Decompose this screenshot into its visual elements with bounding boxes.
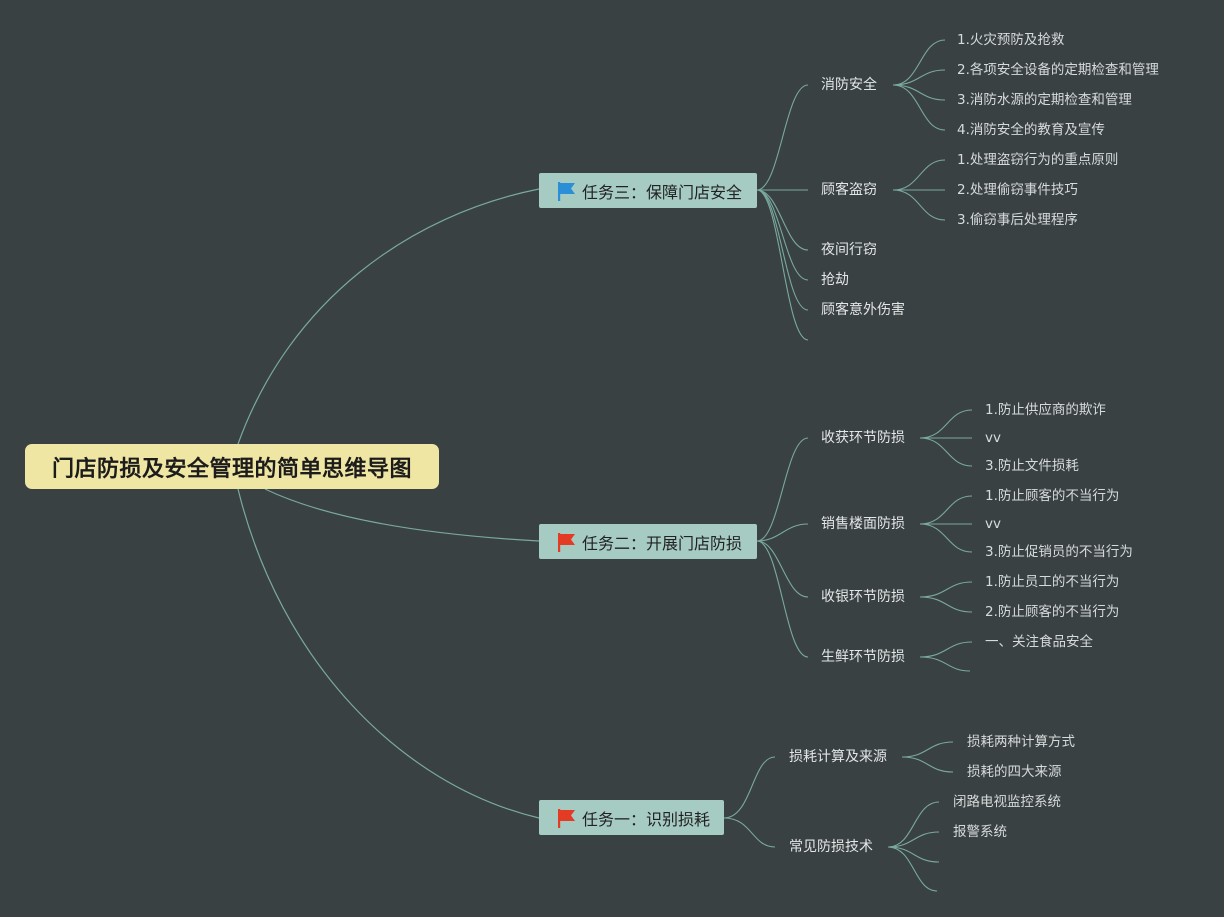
subtopic-theft-1[interactable]: 1.处理盗窃行为的重点原则 (957, 152, 1119, 168)
edge-theft-3 (892, 189, 946, 221)
edge-receive-3 (919, 437, 973, 467)
subtopic-calc-1[interactable]: 损耗两种计算方式 (967, 734, 1075, 750)
task-label: 任务一：识别损耗 (582, 809, 711, 829)
topic-robbery[interactable]: 抢劫 (821, 272, 849, 288)
subtopic-receiving-2[interactable]: vv (985, 430, 1001, 446)
edge-root-task1 (237, 488, 540, 819)
subtopic-fire-4[interactable]: 4.消防安全的教育及宣传 (957, 122, 1105, 138)
edge-task3-night (756, 189, 809, 251)
edge-receive-1 (919, 409, 973, 439)
subtopic-tech-1[interactable]: 闭路电视监控系统 (953, 794, 1061, 810)
edge-task2-floor (756, 523, 809, 542)
topic-loss-calculation[interactable]: 损耗计算及来源 (789, 749, 887, 765)
subtopic-fire-1[interactable]: 1.火灾预防及抢救 (957, 32, 1065, 48)
root-topic[interactable]: 门店防损及安全管理的简单思维导图 (25, 444, 439, 489)
edge-fire-1 (892, 39, 946, 86)
subtopic-floor-1[interactable]: 1.防止顾客的不当行为 (985, 488, 1120, 504)
edge-calc-1 (901, 741, 954, 758)
edge-task2-cashier (756, 540, 809, 598)
edge-root-task3 (237, 188, 540, 445)
topic-cashier-loss[interactable]: 收银环节防损 (821, 589, 905, 605)
subtopic-floor-3[interactable]: 3.防止促销员的不当行为 (985, 544, 1133, 560)
edge-fresh-1 (919, 641, 973, 658)
topic-customer-injury[interactable]: 顾客意外伤害 (821, 302, 905, 318)
edge-task3-fire (756, 84, 809, 191)
flag-blue-icon (558, 181, 575, 201)
edge-theft-1 (892, 159, 946, 191)
topic-customer-theft[interactable]: 顾客盗窃 (821, 182, 877, 198)
subtopic-fire-3[interactable]: 3.消防水源的定期检查和管理 (957, 92, 1132, 108)
edge-task1-calc (723, 756, 776, 819)
task-label: 任务三：保障门店安全 (582, 182, 743, 202)
task-node-2[interactable]: 任务二：开展门店防损 (539, 524, 757, 559)
edge-root-task2 (264, 488, 540, 542)
edge-cashier-1 (919, 581, 973, 598)
topic-fire-safety[interactable]: 消防安全 (821, 77, 877, 93)
subtopic-tech-2[interactable]: 报警系统 (953, 824, 1007, 840)
edge-tech-2 (887, 831, 940, 848)
subtopic-fire-2[interactable]: 2.各项安全设备的定期检查和管理 (957, 62, 1159, 78)
subtopic-theft-2[interactable]: 2.处理偷窃事件技巧 (957, 182, 1078, 198)
edge-fire-3 (892, 84, 946, 101)
edge-fire-4 (892, 84, 946, 131)
edge-task3-injury (756, 189, 809, 311)
topic-sales-floor-loss[interactable]: 销售楼面防损 (821, 516, 905, 532)
root-title: 门店防损及安全管理的简单思维导图 (51, 456, 412, 482)
flag-red-icon (558, 808, 575, 828)
edge-task1-tech (723, 817, 776, 848)
edge-calc-2 (901, 756, 954, 773)
edge-fire-2 (892, 69, 946, 86)
topic-night-theft[interactable]: 夜间行窃 (821, 242, 877, 258)
edge-floor-3 (919, 523, 973, 553)
edge-floor-1 (919, 495, 973, 525)
flag-red-icon (558, 532, 575, 552)
edge-tech-1 (887, 801, 940, 848)
subtopic-receiving-1[interactable]: 1.防止供应商的欺诈 (985, 402, 1106, 418)
topic-receiving-loss[interactable]: 收获环节防损 (821, 430, 905, 446)
edge-tech-4 (887, 846, 938, 892)
edge-fresh-2 (919, 656, 971, 672)
topic-loss-prevention-tech[interactable]: 常见防损技术 (789, 839, 873, 855)
subtopic-floor-2[interactable]: vv (985, 516, 1001, 532)
subtopic-fresh-1[interactable]: 一、关注食品安全 (985, 634, 1093, 650)
edge-task2-fresh (756, 540, 809, 658)
topic-fresh-loss[interactable]: 生鲜环节防损 (821, 649, 905, 665)
subtopic-cashier-2[interactable]: 2.防止顾客的不当行为 (985, 604, 1120, 620)
edge-task2-receive (756, 437, 809, 542)
subtopic-receiving-3[interactable]: 3.防止文件损耗 (985, 458, 1079, 474)
task-label: 任务二：开展门店防损 (582, 533, 743, 553)
task-node-1[interactable]: 任务一：识别损耗 (539, 800, 724, 835)
edge-task3-blank (756, 189, 809, 341)
subtopic-theft-3[interactable]: 3.偷窃事后处理程序 (957, 212, 1078, 228)
edge-cashier-2 (919, 596, 973, 613)
task-node-3[interactable]: 任务三：保障门店安全 (539, 173, 757, 208)
subtopic-calc-2[interactable]: 损耗的四大来源 (967, 764, 1062, 780)
edge-tech-3 (887, 846, 940, 863)
subtopic-cashier-1[interactable]: 1.防止员工的不当行为 (985, 574, 1120, 590)
